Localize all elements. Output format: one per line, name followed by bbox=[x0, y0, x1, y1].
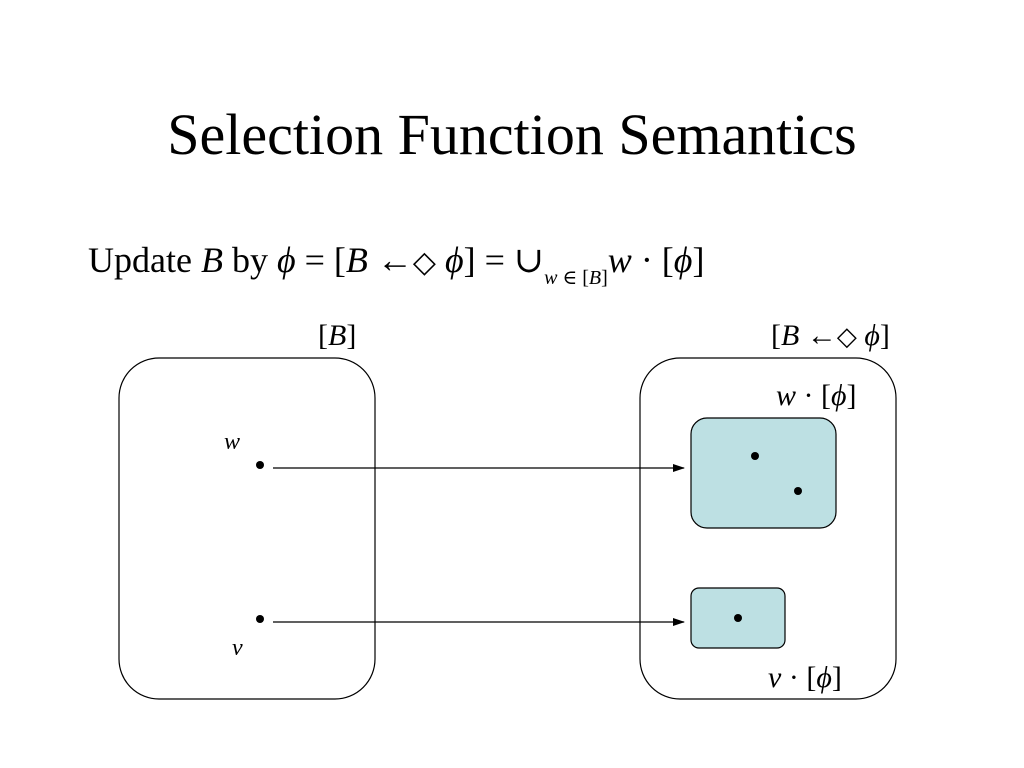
union-subscript: w ∈ [B] bbox=[544, 267, 608, 289]
point-v-label: v bbox=[232, 635, 243, 661]
formula-var-b2: B bbox=[345, 240, 368, 280]
update-formula: Update B by ϕ = [B ←◇ ϕ] = ∪w ∈ [B]w · [… bbox=[88, 236, 704, 290]
left-box-label: [B] bbox=[318, 318, 356, 354]
w-region bbox=[690, 417, 837, 529]
formula-dot-bracket: · [ bbox=[631, 240, 674, 280]
formula-w: w bbox=[607, 240, 632, 280]
w-region-phi: ϕ bbox=[831, 379, 847, 412]
w-region-rest: · [ bbox=[796, 379, 831, 412]
w-region-point-2 bbox=[794, 487, 802, 495]
formula-by: by bbox=[222, 240, 277, 280]
diamond-icon: ◇ bbox=[412, 245, 436, 280]
union-icon: ∪ bbox=[513, 240, 545, 280]
point-w bbox=[256, 461, 264, 469]
v-region-rest: · [ bbox=[781, 661, 817, 694]
formula-prefix: Update bbox=[88, 240, 201, 280]
right-label-open: [ bbox=[771, 319, 781, 352]
formula-phi3: ϕ bbox=[673, 240, 693, 280]
v-region-point bbox=[734, 614, 742, 622]
point-w-label: w bbox=[224, 429, 241, 455]
w-region-close: ] bbox=[846, 379, 857, 412]
point-v bbox=[256, 615, 264, 623]
v-region-var: v bbox=[768, 661, 782, 694]
right-label-phi: ϕ bbox=[856, 319, 880, 352]
right-label-arrow: ← bbox=[799, 319, 837, 352]
v-region-label: v · [ϕ] bbox=[768, 660, 842, 696]
formula-phi2: ϕ bbox=[435, 240, 464, 280]
formula-arrow: ← bbox=[367, 240, 413, 280]
sub-in: ∈ [ bbox=[557, 267, 589, 289]
sub-w: w bbox=[544, 267, 558, 289]
v-region-close: ] bbox=[831, 661, 842, 694]
sub-b: B bbox=[588, 267, 602, 289]
formula-eq1: = [ bbox=[295, 240, 346, 280]
left-label-open: [ bbox=[318, 319, 328, 352]
sub-close: ] bbox=[601, 267, 608, 289]
formula-close-eq: ] = bbox=[463, 240, 514, 280]
formula-var-b: B bbox=[200, 240, 223, 280]
slide-title: Selection Function Semantics bbox=[167, 102, 857, 167]
w-region-point-1 bbox=[751, 452, 759, 460]
left-box bbox=[118, 357, 376, 700]
w-region-var: w bbox=[776, 379, 797, 412]
v-region-phi: ϕ bbox=[816, 661, 832, 694]
formula-close: ] bbox=[692, 240, 705, 280]
right-box-label: [B ←◇ ϕ] bbox=[771, 318, 890, 355]
left-label-var: B bbox=[328, 319, 347, 352]
formula-phi: ϕ bbox=[276, 240, 296, 280]
diamond-icon: ◇ bbox=[836, 322, 857, 352]
left-label-close: ] bbox=[346, 319, 357, 352]
right-label-var: B bbox=[781, 319, 800, 352]
right-label-close: ] bbox=[879, 319, 890, 352]
w-region-label: w · [ϕ] bbox=[776, 378, 857, 414]
